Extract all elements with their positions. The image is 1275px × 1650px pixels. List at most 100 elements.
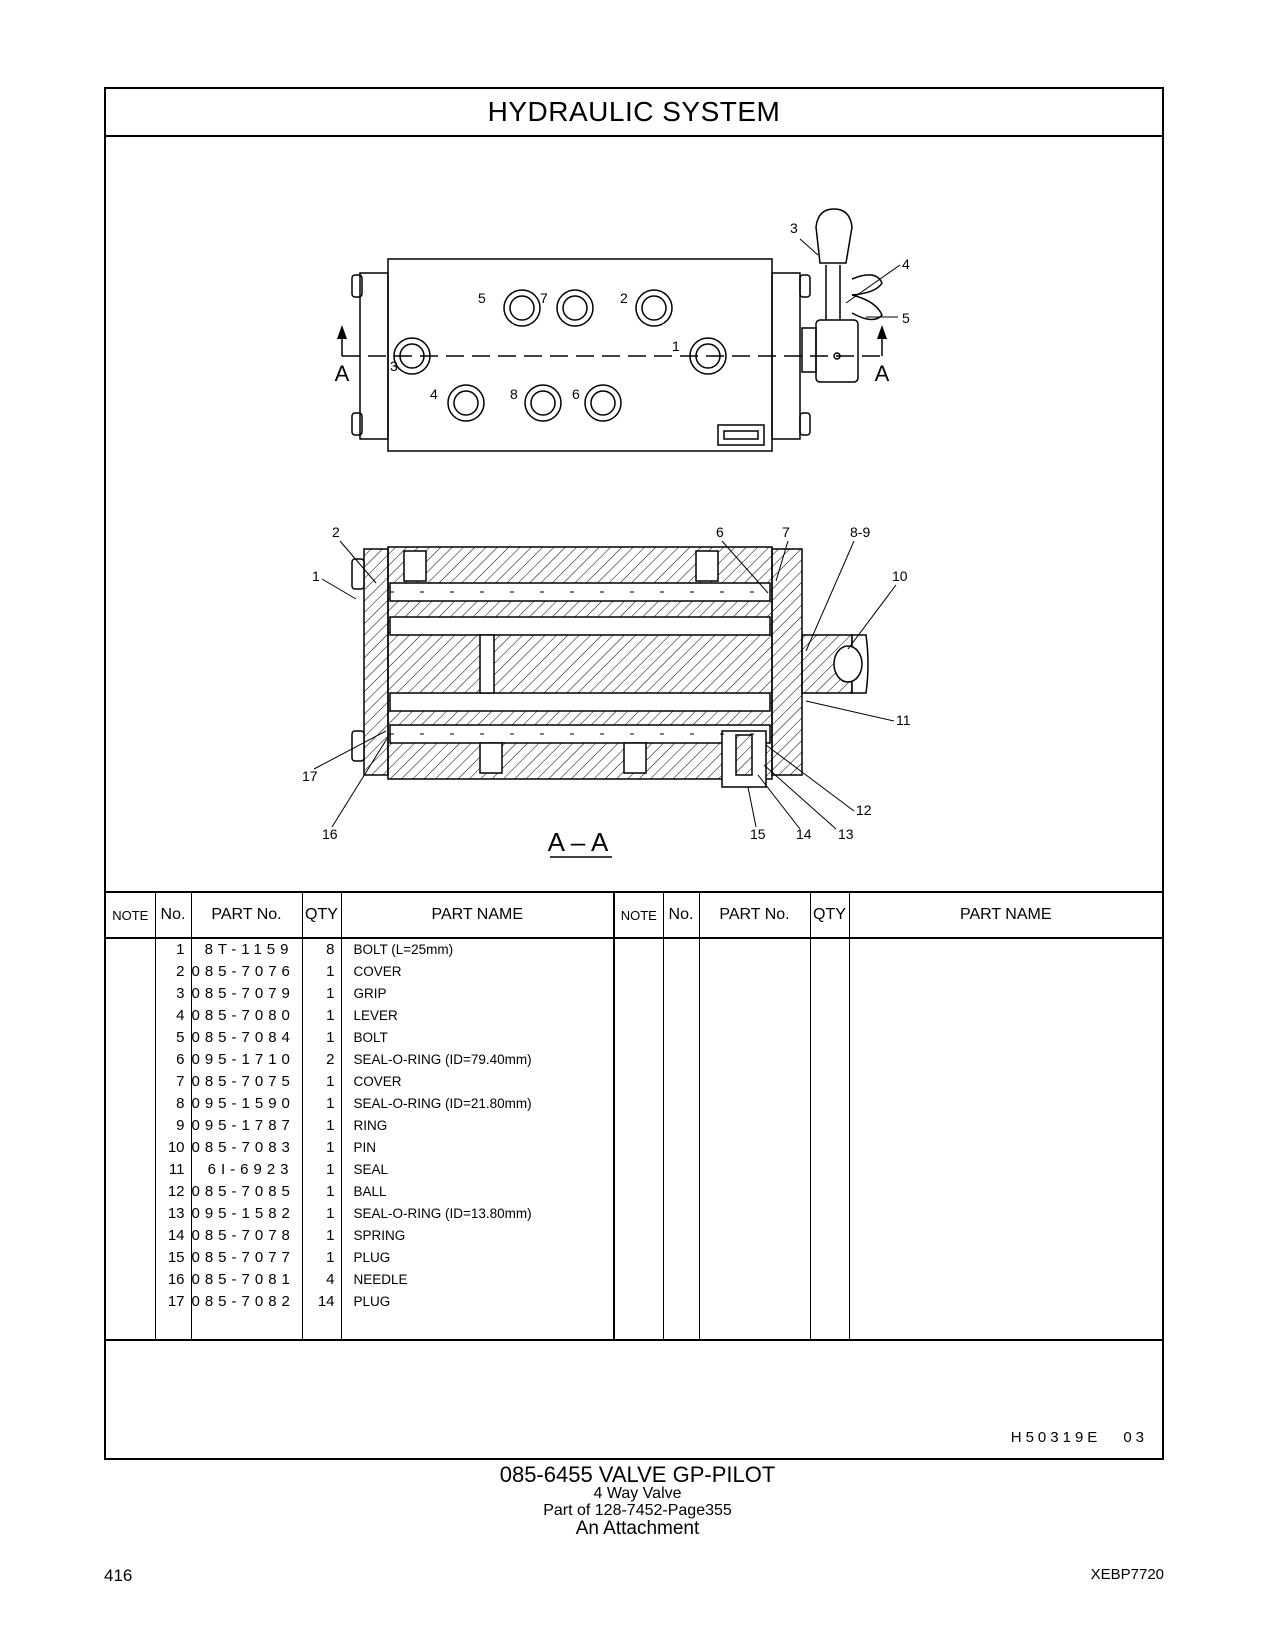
valve-drawing: A A 3 4 5 5 7 2 3 1 4 8 6 <box>302 208 911 858</box>
table-cell-no: 7 <box>176 1073 185 1090</box>
group-parent-reference: Part of 128-7452-Page355 <box>543 1502 732 1519</box>
table-cell-name: BALL <box>353 1184 387 1199</box>
svg-text:7: 7 <box>540 290 548 306</box>
table-cell-no: 9 <box>176 1117 185 1134</box>
part-name-column-right <box>848 938 1162 1340</box>
svg-text:4: 4 <box>430 386 438 402</box>
table-cell-part-no: 085-7081 <box>191 1271 295 1288</box>
item-number-column-right <box>662 938 699 1340</box>
table-cell-part-no: 085-7080 <box>191 1007 295 1024</box>
svg-text:12: 12 <box>856 802 872 818</box>
table-cell-part-no: 095-1590 <box>191 1095 295 1112</box>
table-cell-qty: 1 <box>326 1029 335 1046</box>
table-cell-no: 13 <box>167 1205 185 1222</box>
svg-text:2: 2 <box>620 290 628 306</box>
table-cell-name: GRIP <box>353 986 387 1001</box>
svg-text:6: 6 <box>572 386 580 402</box>
svg-text:1: 1 <box>312 568 320 584</box>
table-cell-qty: 1 <box>326 1161 335 1178</box>
table-cell-no: 2 <box>176 963 185 980</box>
table-cell-qty: 1 <box>326 985 335 1002</box>
svg-text:7: 7 <box>782 524 790 540</box>
part-number-column: 8T-1159 085-7076 085-7079 085-7080 085-7084 0… <box>190 938 302 1340</box>
group-attachment-note: An Attachment <box>575 1518 700 1539</box>
svg-text:14: 14 <box>796 826 812 842</box>
header-part-no: PART No. <box>190 893 302 939</box>
table-cell-name: PIN <box>353 1140 377 1155</box>
parts-list-table: NOTE No. PART No. QTY PART NAME NOTE No.… <box>106 893 1162 1341</box>
svg-text:17: 17 <box>302 768 318 784</box>
table-cell-part-no: 085-7083 <box>191 1139 295 1156</box>
table-cell-part-no: 8T-1159 <box>204 941 294 958</box>
header-part-no-right: PART No. <box>698 893 810 939</box>
table-cell-name: RING <box>353 1118 388 1133</box>
svg-text:8: 8 <box>510 386 518 402</box>
table-cell-no: 10 <box>167 1139 185 1156</box>
table-cell-name: SEAL-O-RING (ID=79.40mm) <box>353 1052 532 1067</box>
section-callouts: 2 1 6 7 8-9 10 11 12 13 14 15 16 17 <box>302 524 911 842</box>
table-cell-no: 12 <box>167 1183 185 1200</box>
top-view-callouts: 3 4 5 5 7 2 3 1 4 8 6 <box>390 220 910 402</box>
table-cell-name: COVER <box>353 1074 402 1089</box>
parts-table-header: NOTE No. PART No. QTY PART NAME NOTE No.… <box>106 893 1162 939</box>
table-cell-no: 16 <box>167 1271 185 1288</box>
table-cell-name: SPRING <box>353 1228 406 1243</box>
table-cell-no: 3 <box>176 985 185 1002</box>
table-cell-qty: 1 <box>326 1007 335 1024</box>
page-number: 416 <box>104 1566 133 1585</box>
table-cell-no: 11 <box>168 1161 185 1178</box>
table-cell-qty: 1 <box>326 1073 335 1090</box>
table-cell-part-no: 6I-6923 <box>207 1161 294 1178</box>
table-cell-qty: 1 <box>326 1183 335 1200</box>
table-cell-no: 6 <box>176 1051 185 1068</box>
table-cell-name: PLUG <box>353 1294 391 1309</box>
document-id: XEBP7720 <box>1090 1566 1164 1583</box>
table-cell-part-no: 095-1582 <box>191 1205 295 1222</box>
table-cell-name: SEAL <box>353 1162 389 1177</box>
table-cell-part-no: 085-7085 <box>191 1183 295 1200</box>
header-qty-right: QTY <box>809 893 849 939</box>
svg-text:10: 10 <box>892 568 908 584</box>
group-subtitle: 4 Way Valve <box>593 1485 682 1502</box>
table-cell-qty: 14 <box>317 1293 335 1310</box>
table-cell-part-no: 095-1710 <box>191 1051 295 1068</box>
group-title: 085-6455 VALVE GP-PILOT <box>499 1462 776 1487</box>
svg-text:6: 6 <box>716 524 724 540</box>
svg-text:4: 4 <box>902 256 910 272</box>
table-cell-name: NEEDLE <box>353 1272 408 1287</box>
valve-section-view <box>351 546 869 788</box>
svg-text:1: 1 <box>672 338 680 354</box>
section-arrow-right-label: A <box>875 361 890 386</box>
header-note-right: NOTE <box>613 893 663 939</box>
table-cell-part-no: 085-7084 <box>191 1029 295 1046</box>
svg-text:8-9: 8-9 <box>850 524 870 540</box>
table-cell-no: 4 <box>176 1007 185 1024</box>
svg-text:11: 11 <box>896 712 911 728</box>
svg-text:15: 15 <box>750 826 766 842</box>
page-title: HYDRAULIC SYSTEM <box>106 89 1162 137</box>
table-cell-name: BOLT (L=25mm) <box>353 942 454 957</box>
table-cell-name: BOLT <box>353 1030 388 1045</box>
table-cell-qty: 1 <box>326 1095 335 1112</box>
table-cell-no: 17 <box>167 1293 185 1310</box>
header-note: NOTE <box>106 893 155 939</box>
header-no-right: No. <box>662 893 699 939</box>
table-cell-name: SEAL-O-RING (ID=21.80mm) <box>353 1096 532 1111</box>
svg-text:3: 3 <box>390 358 398 374</box>
table-cell-part-no: 095-1787 <box>191 1117 295 1134</box>
table-cell-name: SEAL-O-RING (ID=13.80mm) <box>353 1206 532 1221</box>
table-cell-part-no: 085-7079 <box>191 985 295 1002</box>
table-cell-part-no: 085-7076 <box>191 963 295 980</box>
svg-text:2: 2 <box>332 524 340 540</box>
exploded-diagram: A A 3 4 5 5 7 2 3 1 4 8 6 <box>106 135 1162 893</box>
table-cell-qty: 1 <box>326 1139 335 1156</box>
table-cell-qty: 1 <box>326 1205 335 1222</box>
header-no: No. <box>154 893 191 939</box>
table-cell-qty: 4 <box>326 1271 335 1288</box>
section-arrow-left-label: A <box>335 361 350 386</box>
parts-page-frame: HYDRAULIC SYSTEM <box>104 87 1164 1460</box>
